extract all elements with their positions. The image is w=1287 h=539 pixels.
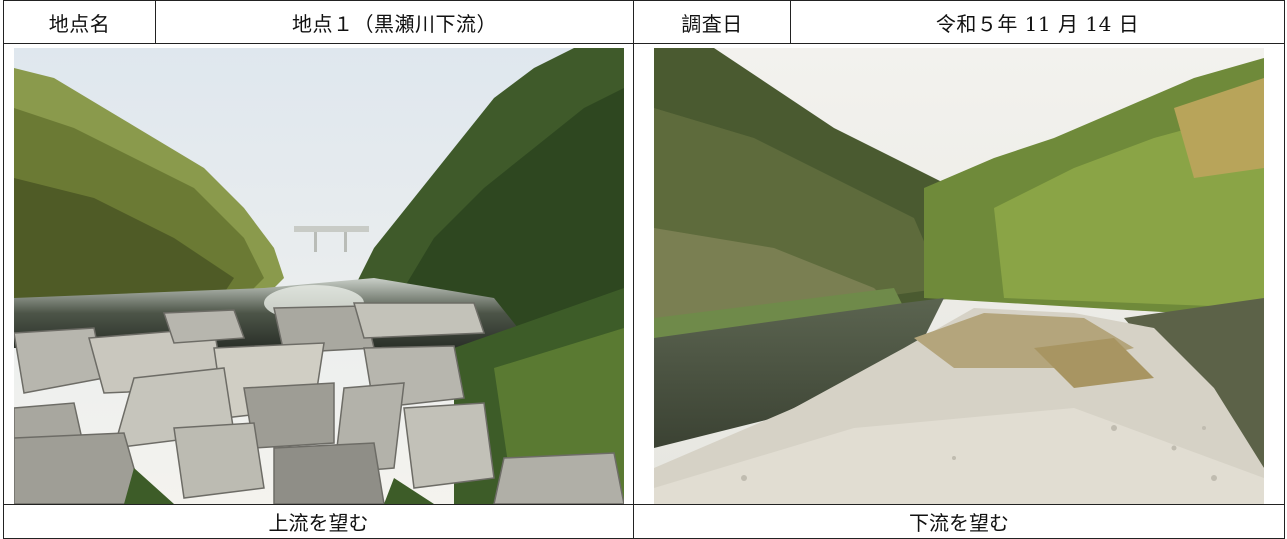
- downstream-photo-cell: [633, 43, 1285, 505]
- date-label: 調査日: [633, 0, 791, 44]
- upstream-photo: [13, 48, 624, 504]
- upstream-caption: 上流を望む: [3, 504, 634, 539]
- downstream-caption: 下流を望む: [633, 504, 1285, 539]
- site-label: 地点名: [3, 0, 156, 44]
- photo-table: 地点名 地点１（黒瀬川下流） 調査日 令和５年 11 月 14 日: [3, 0, 1285, 539]
- date-value: 令和５年 11 月 14 日: [790, 0, 1285, 44]
- survey-photo-sheet: 地点名 地点１（黒瀬川下流） 調査日 令和５年 11 月 14 日: [3, 0, 1285, 539]
- downstream-photo: [654, 48, 1264, 504]
- site-value: 地点１（黒瀬川下流）: [155, 0, 634, 44]
- upstream-photo-cell: [3, 43, 634, 505]
